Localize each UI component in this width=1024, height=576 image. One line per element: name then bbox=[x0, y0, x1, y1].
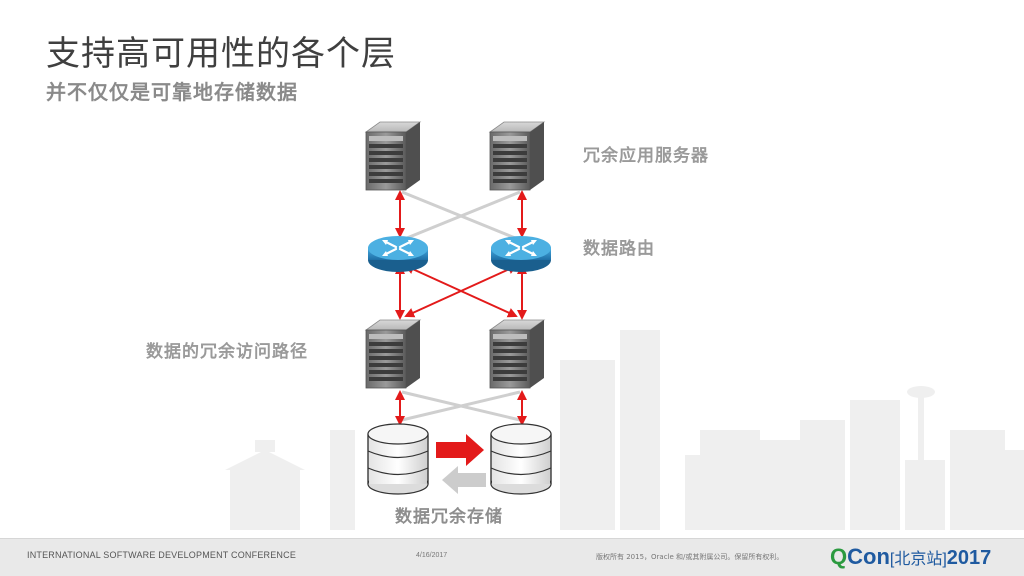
database-icon bbox=[490, 423, 552, 495]
app-server-icon bbox=[489, 121, 545, 191]
active-links bbox=[395, 190, 527, 426]
conference-name: INTERNATIONAL SOFTWARE DEVELOPMENT CONFE… bbox=[27, 550, 297, 560]
app-server-icon bbox=[365, 121, 421, 191]
replication-arrow-icon bbox=[436, 434, 484, 466]
backup-links bbox=[401, 190, 521, 422]
label-redundant-app-servers: 冗余应用服务器 bbox=[583, 146, 709, 166]
slide-footer: INTERNATIONAL SOFTWARE DEVELOPMENT CONFE… bbox=[0, 538, 1024, 576]
brand-q: Q bbox=[830, 544, 848, 569]
slide-subtitle: 并不仅仅是可靠地存储数据 bbox=[46, 80, 298, 104]
path-server-icon bbox=[489, 319, 545, 389]
slide-date: 4/16/2017 bbox=[416, 552, 448, 559]
label-redundant-access-paths: 数据的冗余访问路径 bbox=[146, 342, 308, 362]
label-data-routing: 数据路由 bbox=[583, 239, 655, 259]
database-icon bbox=[367, 423, 429, 495]
qcon-logo: QCon[北京站]2017 bbox=[830, 544, 991, 570]
router-icon bbox=[489, 234, 553, 274]
slide-title: 支持高可用性的各个层 bbox=[46, 34, 396, 74]
brand-con: Con bbox=[847, 544, 890, 569]
replication-back-arrow-icon bbox=[442, 466, 486, 494]
copyright-notice: 版权所有 2015，Oracle 和/或其附属公司。保留所有权利。 bbox=[596, 553, 784, 561]
path-server-icon bbox=[365, 319, 421, 389]
brand-year: 2017 bbox=[946, 547, 992, 569]
label-redundant-storage: 数据冗余存储 bbox=[395, 507, 503, 527]
router-icon bbox=[366, 234, 430, 274]
brand-site: [北京站] bbox=[889, 551, 947, 568]
